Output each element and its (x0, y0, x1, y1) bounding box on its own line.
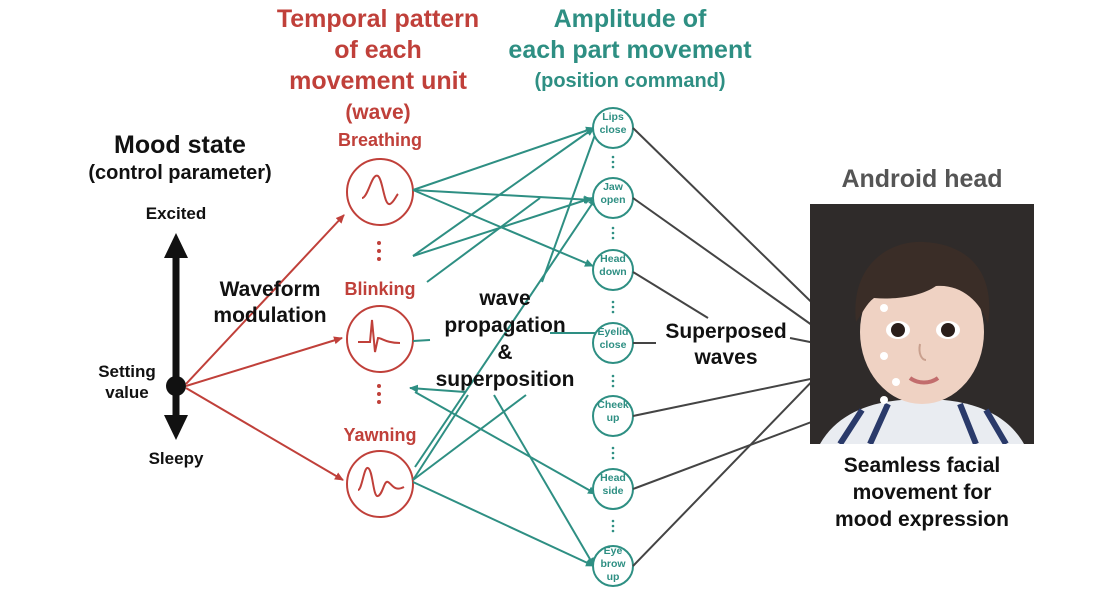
mood-axis (164, 233, 188, 440)
axis-sleepy-label: Sleepy (148, 449, 204, 468)
waveform-label-line1: Waveform (219, 278, 321, 301)
android-face-illustration (810, 204, 1034, 444)
mood-state-title: Mood state (control parameter) (70, 130, 290, 186)
part-circles (592, 107, 634, 587)
wave-label-line4: superposition (435, 368, 575, 391)
yawning-circle (346, 450, 414, 518)
amplitude-title-line1: Amplitude of (553, 5, 707, 33)
part-ellipsis (611, 155, 615, 533)
breathing-circle (346, 158, 414, 226)
seamless-line2: movement for (852, 481, 992, 504)
wave-label-line2: propagation (444, 314, 566, 337)
wave-propagation-label: wave propagation & superposition (420, 285, 590, 393)
breathing-wave-icon (361, 174, 399, 205)
wave-label-line3: & (497, 341, 513, 364)
amplitude-title-line2: each part movement (508, 36, 752, 64)
arrow-to-breathing (185, 214, 345, 385)
temporal-title-line3: movement unit (289, 67, 467, 95)
superposed-waves-label: Superposed waves (656, 319, 796, 371)
seamless-line3: mood expression (835, 508, 1009, 531)
photo-pointer-dots (880, 304, 900, 404)
blinking-wave-icon (358, 319, 401, 353)
wave-label-line1: wave (479, 287, 531, 310)
mood-title-line2: (control parameter) (88, 162, 272, 184)
unit-label-yawning: Yawning (343, 425, 417, 445)
yawning-wave-icon (357, 466, 405, 498)
setting-value-label: Setting value (82, 361, 172, 403)
arrow-to-blinking (185, 336, 343, 387)
unit-ellipsis (377, 241, 381, 404)
amplitude-title: Amplitude of each part movement (positio… (500, 4, 760, 97)
arrow-to-yawning (185, 387, 344, 481)
unit-circles (346, 158, 414, 518)
seamless-caption: Seamless facial movement for mood expres… (800, 452, 1044, 533)
setting-label-line2: value (105, 383, 149, 402)
android-head-title: Android head (841, 165, 1003, 193)
superposed-label-line1: Superposed (665, 320, 787, 343)
temporal-title-line2: of each (334, 36, 422, 64)
unit-label-breathing: Breathing (337, 130, 422, 150)
android-head-photo (810, 204, 1034, 444)
mood-title-line1: Mood state (114, 131, 246, 159)
amplitude-title-line3: (position command) (534, 70, 726, 92)
waveform-modulation-label: Waveform modulation (200, 277, 340, 329)
temporal-title-line1: Temporal pattern (276, 5, 480, 33)
temporal-title-line4: (wave) (345, 101, 411, 124)
propagation-arrows (409, 126, 597, 567)
setting-label-line1: Setting (98, 362, 156, 381)
superposed-label-line2: waves (694, 346, 758, 369)
axis-excited-label: Excited (145, 204, 207, 223)
axis-arrow-up-icon (164, 233, 188, 258)
seamless-line1: Seamless facial (843, 454, 1001, 477)
waveform-label-line2: modulation (213, 304, 327, 327)
modulation-arrows (185, 214, 345, 481)
axis-arrow-down-icon (164, 415, 188, 440)
unit-label-blinking: Blinking (344, 279, 416, 299)
setting-value-dot (166, 376, 186, 396)
temporal-pattern-title: Temporal pattern of each movement unit (… (262, 4, 494, 128)
